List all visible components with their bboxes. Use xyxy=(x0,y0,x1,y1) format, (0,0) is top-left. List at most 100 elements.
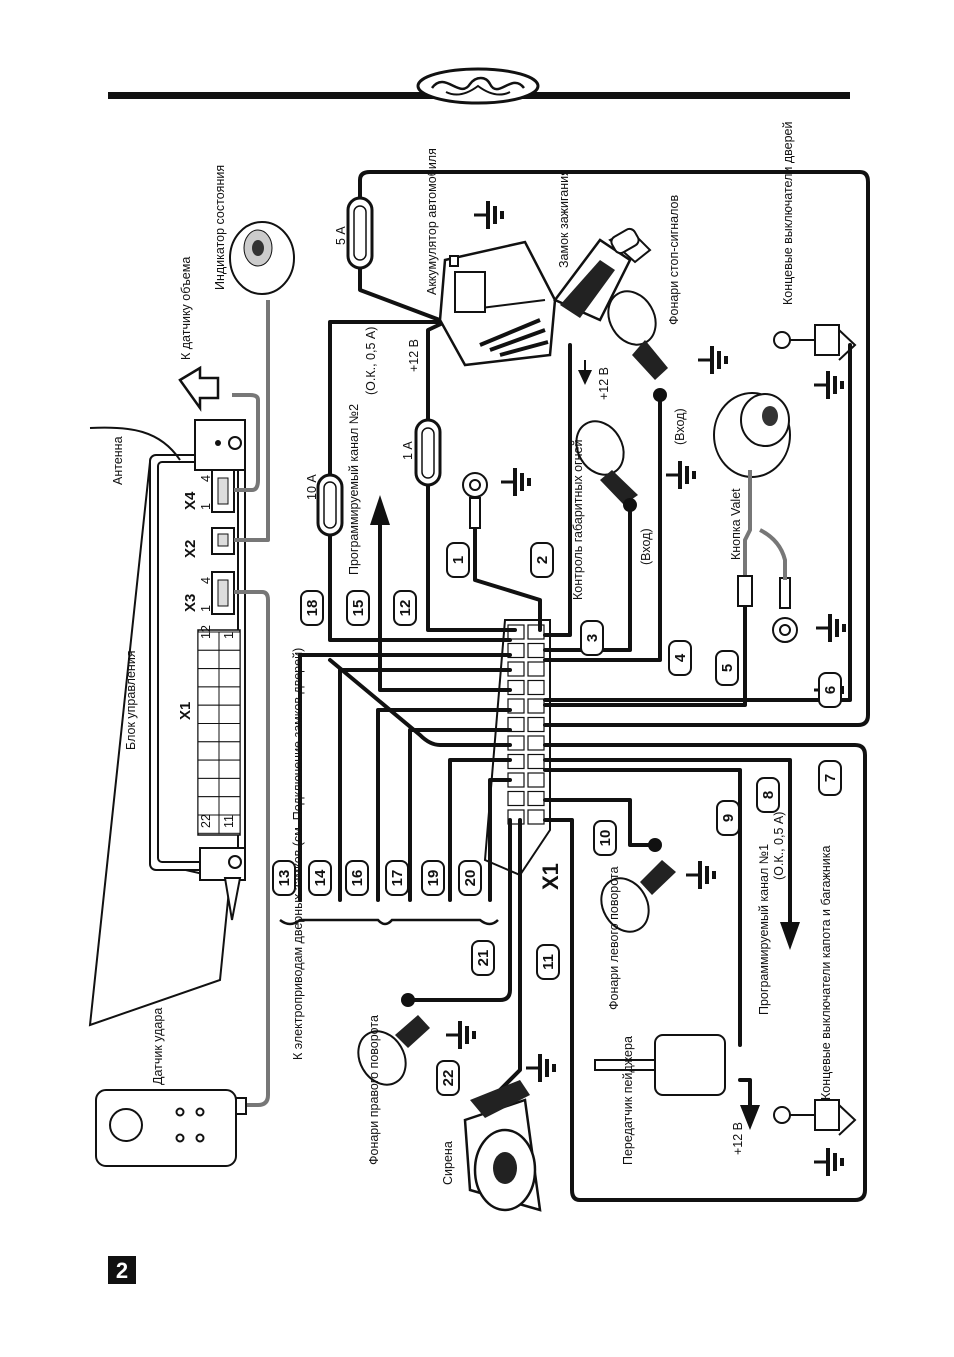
pin-number: 4 xyxy=(672,653,689,662)
x1-pin-1-label: 1 xyxy=(222,632,236,639)
ground-symbols xyxy=(446,201,846,1176)
ground-icon xyxy=(501,468,531,496)
left-turn-junction xyxy=(648,838,662,852)
volume-sensor-arrow-icon xyxy=(178,365,220,412)
pin-number: 10 xyxy=(597,830,614,847)
x1-grid-cell xyxy=(218,741,241,761)
pin-label-9: 9 xyxy=(716,800,740,836)
x1-grid-cell xyxy=(218,668,241,688)
side-lights-label: Контроль габаритных огней xyxy=(571,440,585,600)
antenna-wire xyxy=(89,426,181,461)
channel-2-label-text: Программируемый канал №2 xyxy=(347,404,361,575)
channel-2-spec-label: (О.К., 0,5 А) xyxy=(364,327,378,395)
side-lights-input-label: (Вход) xyxy=(639,528,653,565)
pin-label-20: 20 xyxy=(458,860,482,896)
ground-icon xyxy=(814,1148,844,1176)
pin-number: 6 xyxy=(822,686,839,694)
fuse-5a-icon xyxy=(346,196,374,270)
siren-label: Сирена xyxy=(441,1141,455,1185)
x1-grid-cell xyxy=(218,759,241,779)
left-turn-lights-label: Фонари левого поворота xyxy=(607,866,621,1010)
harness-slot xyxy=(527,661,545,677)
pin-number: 16 xyxy=(349,870,366,887)
right-turn-lights-label: Фонари правого поворота xyxy=(367,1015,381,1165)
pin-label-19: 19 xyxy=(421,860,445,896)
status-indicator-label: Индикатор состояния xyxy=(213,165,227,290)
pin-label-4: 4 xyxy=(668,640,692,676)
x4-pin-4-label: 4 xyxy=(199,475,213,482)
hood-trunk-switches-label-text: Концевые выключатели капота и багажника xyxy=(819,845,833,1100)
pin-label-6: 6 xyxy=(818,672,842,708)
pin-number: 17 xyxy=(389,870,406,887)
pin-number: 11 xyxy=(540,954,557,970)
pin-number: 2 xyxy=(534,556,551,564)
ornament-flourish-lower-icon xyxy=(445,84,511,96)
x1-grid-cell xyxy=(197,668,220,688)
door-switch-icon xyxy=(773,324,857,361)
pin-label-21: 21 xyxy=(471,940,495,976)
valet-button-icon xyxy=(713,392,791,478)
harness-slot xyxy=(527,716,545,733)
side-lights-label-text: Контроль габаритных огней xyxy=(571,440,585,600)
ground-icon xyxy=(526,1054,556,1082)
pin-number: 14 xyxy=(312,869,329,886)
shock-sensor-icon xyxy=(95,1089,247,1167)
ground-icon xyxy=(666,461,696,489)
ornament-flourish-icon xyxy=(430,76,525,91)
ignition-lock-label: Замок зажигания xyxy=(557,169,571,268)
x1-grid-cell xyxy=(218,704,241,725)
pin-label-11: 11 xyxy=(536,944,560,980)
channel-1-label-text: Программируемый канал №1 xyxy=(757,844,771,1015)
pin-number: 20 xyxy=(462,870,479,887)
battery-label-text: Аккумулятор автомобиля xyxy=(425,148,439,295)
valet-ring-icon xyxy=(772,577,798,643)
ground-icon xyxy=(474,201,504,229)
brake-lights-bulb-icon xyxy=(607,290,668,380)
pin-label-2: 2 xyxy=(530,542,554,578)
x1-connector-grid xyxy=(197,629,241,836)
pin-number: 13 xyxy=(276,870,293,887)
pin-label-14: 14 xyxy=(308,860,332,896)
pin-number: 15 xyxy=(350,600,367,617)
fuse-10a-icon xyxy=(316,473,344,537)
fuse-5a-label: 5 А xyxy=(334,226,348,245)
x1-grid-cell xyxy=(197,704,220,725)
pin-number: 21 xyxy=(475,950,492,967)
door-lock-drives-label-text: К электроприводам дверных замков (см. По… xyxy=(291,648,305,1060)
x1-pin-12-label: 12 xyxy=(199,625,213,639)
ground-icon xyxy=(814,371,844,399)
status-indicator-icon xyxy=(229,221,295,295)
x1-harness-label: X1 xyxy=(538,863,563,890)
x2-label: X2 xyxy=(182,540,199,558)
harness-slot xyxy=(527,772,545,788)
status-indicator-label-text: Индикатор состояния xyxy=(213,165,227,290)
pin-label-17: 17 xyxy=(385,860,409,896)
ground-icon xyxy=(686,861,716,889)
pin-label-13: 13 xyxy=(272,860,296,896)
harness-slot xyxy=(527,642,545,659)
x1-pin-11-label: 11 xyxy=(222,815,236,828)
left-turn-lights-label-text: Фонари левого поворота xyxy=(607,866,621,1010)
channel-1-arrow-icon xyxy=(780,922,800,950)
page-number-box xyxy=(108,1256,136,1284)
x2-connector xyxy=(211,527,235,555)
pin-number: 5 xyxy=(719,664,736,672)
status-indicator-wire xyxy=(234,300,270,542)
door-lock-brace xyxy=(279,918,499,926)
wiring xyxy=(298,170,870,1202)
channel-2-label: Программируемый канал №2 xyxy=(347,404,361,575)
pin-label-16: 16 xyxy=(345,860,369,896)
x1-grid-cell xyxy=(218,814,241,834)
x1-grid-cell xyxy=(197,649,220,670)
brake-lights-label-text: Фонари стоп-сигналов xyxy=(667,195,681,325)
ground-ring-1-icon xyxy=(462,472,488,529)
pin-label-22: 22 xyxy=(436,1060,460,1096)
control-unit-label: Блок управления xyxy=(124,650,138,750)
hood-trunk-switches-label: Концевые выключатели капота и багажника xyxy=(819,845,833,1100)
pin-number: 19 xyxy=(425,870,442,887)
harness-slot xyxy=(507,642,525,659)
x1-grid-cell xyxy=(197,759,220,779)
x1-pin-22-label: 22 xyxy=(199,814,213,828)
volume-sensor-wire xyxy=(232,393,260,492)
